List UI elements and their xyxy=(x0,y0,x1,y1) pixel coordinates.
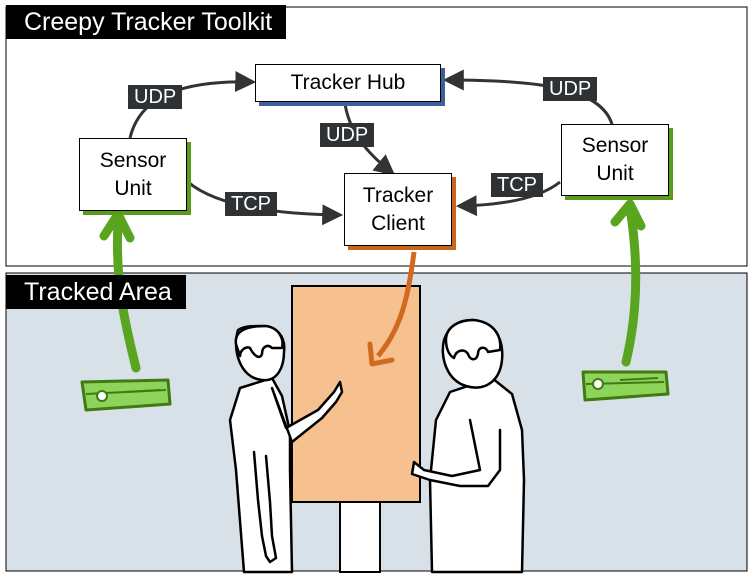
person-icon xyxy=(410,318,526,574)
sensor-unit-left-label: Sensor Unit xyxy=(99,148,167,200)
sensor-unit-right-node: Sensor Unit xyxy=(561,124,669,196)
tracked-area-title: Tracked Area xyxy=(6,275,186,309)
left-tracking-arrowhead xyxy=(99,209,135,243)
edge-label-right-tcp: TCP xyxy=(491,173,543,197)
client-to-display-arrowhead xyxy=(367,341,395,367)
right-tracking-arrow xyxy=(621,203,641,367)
client-to-display-arrow xyxy=(376,251,417,358)
right-tracking-arrowhead xyxy=(610,199,646,231)
person-icon xyxy=(228,324,344,574)
display-stand xyxy=(339,499,381,573)
edge-right-to-client xyxy=(455,180,561,217)
edge-label-left-udp: UDP xyxy=(128,85,183,109)
sensor-unit-right-label: Sensor Unit xyxy=(581,134,649,185)
edge-label-right-udp: UDP xyxy=(543,77,598,101)
edge-label-left-tcp: TCP xyxy=(225,192,277,216)
tracker-client-label: Tracker Client xyxy=(362,183,434,235)
sensor-unit-left-node: Sensor Unit xyxy=(79,138,187,211)
depth-camera-icon xyxy=(581,370,670,402)
tracker-client-node: Tracker Client xyxy=(344,173,452,246)
tracker-hub-node: Tracker Hub xyxy=(255,64,441,102)
depth-camera-icon xyxy=(80,378,172,412)
tracker-hub-label: Tracker Hub xyxy=(290,71,406,94)
toolkit-title: Creepy Tracker Toolkit xyxy=(6,5,287,39)
edge-label-hub-udp: UDP xyxy=(320,123,375,147)
